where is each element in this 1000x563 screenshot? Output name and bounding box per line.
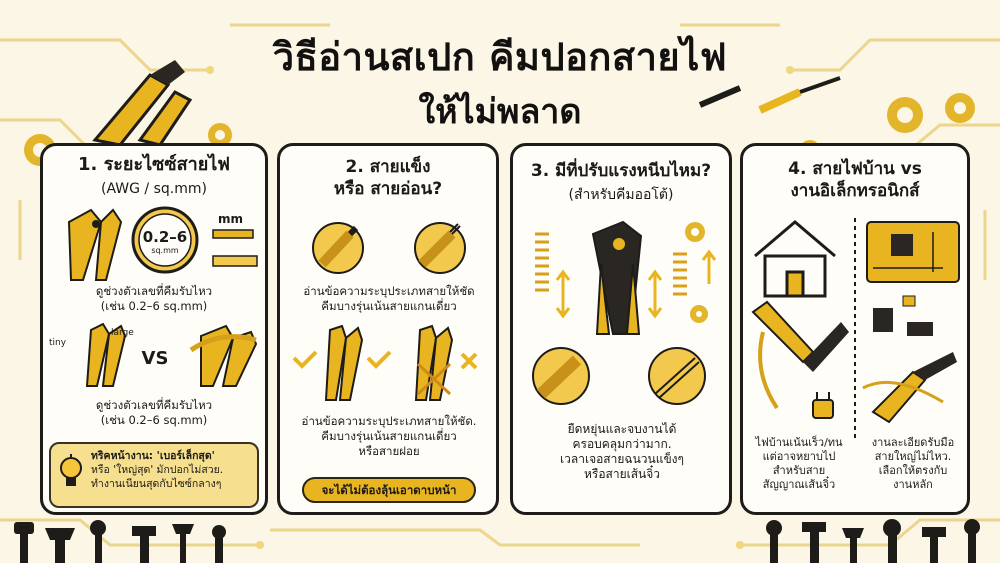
dial-value: 0.2–6	[142, 228, 188, 246]
spring-icon	[535, 232, 687, 296]
page-subtitle: ให้ไม่พลาด	[418, 92, 582, 132]
highlight-banner: จะได้ไม่ต้องลุ้นเอาดาบหน้า	[302, 477, 476, 503]
wire-types-icon	[312, 222, 466, 274]
panel-subheading: (สำหรับคีมออโต้)	[568, 187, 674, 203]
panel-heading: 1. ระยะไซซ์สายไฟ	[77, 154, 231, 175]
page-title: วิธีอ่านสเปก คีมปอกสายไฟ	[272, 35, 728, 79]
label-tiny: tiny	[49, 338, 67, 348]
panel-tension-adjust: 3. มีที่ปรับแรงหนีบไหม? (สำหรับคีมออโต้)…	[510, 143, 732, 515]
unit-label: mm	[218, 212, 244, 226]
text-line: งานละเอียดรับมือ	[871, 436, 955, 449]
text-line: สำหรับสาย	[772, 464, 826, 477]
text-line: หรือสายฝอย	[358, 444, 420, 458]
wire-stripper-icon	[67, 206, 258, 281]
panel-house-vs-electronics: 4. สายไฟบ้าน vs งานอิเล็กทรอนิกส์ ไฟบ้าน…	[740, 143, 970, 515]
text-line: งานหลัก	[893, 478, 933, 491]
stripper-comparison	[85, 322, 258, 387]
text-line: ยืดหยุ่นและจบงานได้	[567, 422, 677, 436]
wire-stripper-icon	[92, 60, 193, 147]
text-line: เลือกให้ตรงกับ	[878, 464, 948, 477]
text-line: ดูช่วงตัวเลขที่คีมรับไหว	[95, 284, 213, 298]
tip-line: ทริคหน้างาน: 'เบอร์เล็กสุด'	[91, 450, 215, 462]
tip-line: หรือ 'ใหญ่สุด' มักปอกไม่สวย.	[91, 464, 224, 476]
text-line: เวลาเจอสายฉนวนแข็งๆ	[560, 452, 684, 466]
check-icon	[366, 350, 392, 369]
tip-box: ทริคหน้างาน: 'เบอร์เล็กสุด' หรือ 'ใหญ่สุ…	[49, 442, 259, 508]
panel-wire-size: 1. ระยะไซซ์สายไฟ (AWG / sq.mm) 0.2–6 sq.…	[40, 143, 268, 515]
vs-label: VS	[141, 348, 169, 369]
text-line: (เช่น 0.2–6 sq.mm)	[100, 413, 208, 427]
stripper-check-cross	[292, 324, 478, 401]
text-line: อ่านข้อความระบุประเภทสายให้ชัด.	[301, 414, 477, 428]
text-line: คีมบางรุ่นเน้นสายแกนเดี่ยว	[321, 429, 457, 443]
panel-heading-line: 2. สายแข็ง	[345, 157, 431, 177]
text-line: หรือสายเส้นจิ๋ว	[583, 467, 661, 481]
tool-silhouette-icon	[14, 519, 980, 563]
panel-heading-line: งานอิเล็กทรอนิกส์	[790, 181, 920, 201]
text-line: ดูช่วงตัวเลขที่คีมรับไหว	[95, 398, 213, 412]
plug-icon	[812, 392, 834, 419]
house-icon	[754, 220, 836, 298]
dial-unit: sq.mm	[151, 246, 179, 255]
house-electronics-illustration	[751, 218, 960, 438]
check-icon	[292, 350, 318, 369]
text-line: แต่อาจหยาบไป	[762, 450, 836, 463]
circuit-board-icon	[866, 221, 960, 336]
wire-types-icon	[532, 347, 706, 405]
text-line: ครอบคลุมกว่ามาก.	[572, 437, 672, 451]
panel-heading-line: หรือ สายอ่อน?	[333, 179, 443, 199]
label-large: large	[111, 328, 134, 338]
text-line: (เช่น 0.2–6 sq.mm)	[100, 299, 208, 313]
gear-icon	[24, 93, 975, 166]
panel-solid-vs-stranded: 2. สายแข็ง หรือ สายอ่อน? อ่านข้อความระบุ…	[277, 143, 499, 515]
panel-heading-line: 4. สายไฟบ้าน vs	[788, 159, 922, 179]
cross-icon	[460, 352, 478, 370]
lightbulb-icon	[60, 454, 82, 486]
text-line: สายใหญ่ไม่ไหว.	[874, 450, 952, 463]
panel-heading: 3. มีที่ปรับแรงหนีบไหม?	[530, 161, 712, 181]
text-line: อ่านข้อความระบุประเภทสายให้ชัด	[303, 284, 475, 298]
text-line: สัญญาณเส้นจิ๋ว	[762, 478, 836, 491]
text-line: คีมบางรุ่นเน้นสายแกนเดี่ยว	[321, 299, 457, 313]
gear-icon	[685, 222, 708, 323]
panel-subheading: (AWG / sq.mm)	[101, 181, 207, 197]
text-line: ไฟบ้านเน้นเร็ว/ทน	[755, 436, 843, 449]
auto-stripper-icon	[535, 220, 717, 335]
tip-line: ทำงานเนียนสุดกับไซซ์กลางๆ	[91, 478, 222, 490]
